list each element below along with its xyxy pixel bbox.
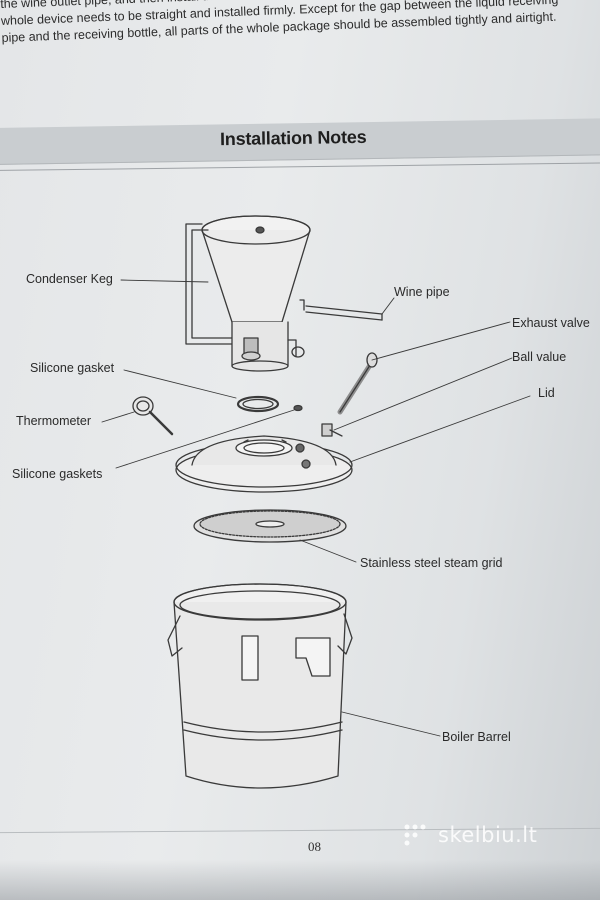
label-thermometer: Thermometer (16, 414, 92, 428)
label-silicone-gasket: Silicone gasket (30, 361, 115, 375)
wine-pipe-drawing (305, 305, 383, 321)
label-ball-value: Ball value (512, 350, 567, 364)
ball-valve-drawing (321, 423, 343, 437)
watermark-dots-icon (404, 824, 426, 846)
label-steam-grid: Stainless steel steam grid (360, 556, 503, 570)
page-number: 08 (308, 839, 321, 854)
label-silicone-gaskets: Silicone gaskets (12, 467, 103, 481)
label-condenser-keg: Condenser Keg (26, 272, 113, 286)
lid-drawing (175, 435, 353, 493)
exhaust-valve-drawing (337, 352, 378, 415)
condenser-keg-drawing (185, 215, 311, 372)
label-wine-pipe: Wine pipe (394, 285, 450, 299)
boiler-barrel-drawing (167, 583, 353, 789)
label-exhaust-valve: Exhaust valve (512, 316, 590, 330)
page-shadow (0, 860, 600, 900)
silicone-gasket-drawing (236, 395, 280, 413)
label-lid: Lid (538, 386, 555, 400)
watermark: skelbiu.lt (402, 822, 537, 848)
silicone-gaskets-drawing (293, 404, 303, 412)
label-boiler-barrel: Boiler Barrel (442, 730, 511, 744)
watermark-text: skelbiu.lt (438, 823, 538, 847)
thermometer-drawing (132, 396, 174, 436)
leader-lines (101, 279, 531, 737)
steam-grid-drawing (193, 509, 347, 543)
